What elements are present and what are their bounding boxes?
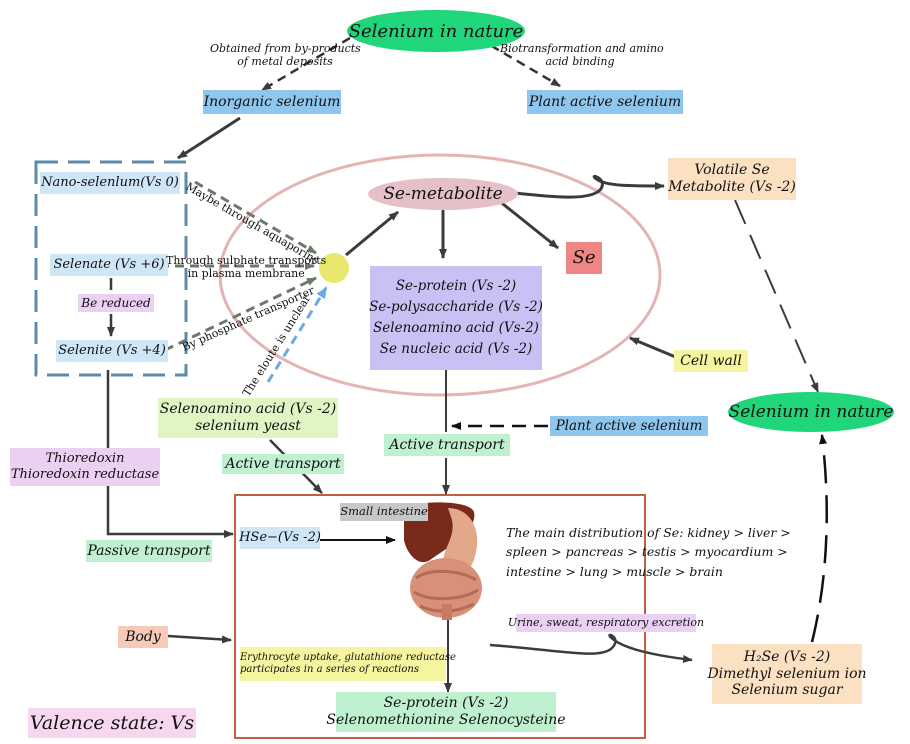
se-protein-bottom-line-1: Se-protein (Vs -2) (383, 695, 509, 712)
h2se-line-2: Dimethyl selenium ion (707, 665, 867, 682)
nano-selenium-label: Nano-selenlum(Vs 0) (41, 175, 179, 191)
distribution-line-1: The main distribution of Se: kidney > li… (506, 525, 791, 540)
biotransformation-line-2: acid binding (545, 55, 615, 69)
hse-label: HSe−(Vs -2) (239, 530, 321, 546)
inorganic-forms-frame (34, 160, 188, 377)
se-organic-forms-box: Se-protein (Vs -2) Se-polysaccharide (Vs… (369, 266, 543, 370)
sulphate-route-label: Through sulphate transports in plasma me… (166, 254, 326, 280)
selenite-label: Selenite (Vs +4) (58, 343, 166, 359)
selenium-in-nature-right-label: Selenium in nature (728, 402, 894, 422)
active-transport-mid-box: Active transport (384, 434, 510, 456)
selenoamino-yeast-line-1: Selenoamino acid (Vs -2) (159, 401, 337, 418)
volatile-line-1: Volatile Se (694, 162, 770, 179)
cell-wall-box: Cell wall (674, 350, 748, 372)
h2se-line-3: Selenium sugar (731, 682, 843, 699)
h2se-line-1: H₂Se (Vs -2) (743, 648, 831, 665)
se-form-4: Se nucleic acid (Vs -2) (379, 340, 533, 357)
h2se-box: H₂Se (Vs -2) Dimethyl selenium ion Selen… (707, 644, 867, 704)
valence-state-box: Valence state: Vs (28, 708, 196, 738)
se-metabolite-label: Se-metabolite (383, 184, 503, 204)
hse-box: HSe−(Vs -2) (239, 527, 321, 549)
selenoamino-yeast-box: Selenoamino acid (Vs -2) selenium yeast (158, 398, 338, 438)
active-transport-left-box: Active transport (222, 454, 344, 474)
biotransformation-line-1: Biotransformation and amino (500, 42, 664, 55)
small-intestine-box: Small intestine (340, 503, 428, 521)
thioredoxin-line-1: Thioredoxin (45, 451, 125, 467)
be-reduced-label: Be reduced (81, 295, 151, 310)
plant-active-selenium-top-label: Plant active selenium (528, 93, 682, 110)
cell-wall-label: Cell wall (680, 352, 742, 369)
active-transport-left-label: Active transport (225, 455, 341, 472)
se-element-box: Se (566, 242, 602, 274)
passive-transport-label: Passive transport (87, 542, 211, 559)
biotransformation-note: Biotransformation and amino acid binding (500, 42, 664, 69)
distribution-text: The main distribution of Se: kidney > li… (506, 523, 791, 581)
body-label: Body (125, 628, 161, 645)
se-element-label: Se (572, 247, 596, 269)
erythrocyte-box: Erythrocyte uptake, glutathione reductas… (240, 647, 456, 681)
volatile-se-box: Volatile Se Metabolite (Vs -2) (668, 158, 796, 200)
erythrocyte-line-1: Erythrocyte uptake, glutathione reductas… (240, 652, 456, 663)
active-transport-mid-label: Active transport (389, 436, 505, 453)
se-form-1: Se-protein (Vs -2) (395, 278, 517, 295)
se-protein-bottom-line-2: Selenomethionine Selenocysteine (326, 712, 566, 728)
by-products-line-2: of metal deposits (237, 55, 333, 69)
se-form-2: Se-polysaccharide (Vs -2) (369, 299, 543, 316)
selenium-in-nature-top-label: Selenium in nature (348, 20, 524, 42)
be-reduced-box: Be reduced (78, 294, 154, 312)
inorganic-selenium-label: Inorganic selenium (203, 93, 341, 110)
erythrocyte-line-2: participates in a series of reactions (240, 664, 419, 675)
plant-active-selenium-mid-label: Plant active selenium (555, 417, 703, 434)
cell-boundary (218, 153, 662, 397)
selenium-in-nature-right: Selenium in nature (728, 392, 894, 432)
excretion-box: Urine, sweat, respiratory excretion (508, 614, 704, 632)
valence-state-label: Valence state: Vs (29, 711, 195, 734)
uptake-point (319, 253, 349, 283)
distribution-line-2: spleen > pancreas > testis > myocardium … (506, 544, 788, 560)
sulphate-line-2: in plasma membrane (187, 267, 305, 281)
selenite-box: Selenite (Vs +4) (56, 340, 168, 362)
plant-active-selenium-top-box: Plant active selenium (527, 90, 683, 114)
passive-transport-box: Passive transport (86, 540, 212, 562)
small-intestine-label: Small intestine (340, 504, 428, 519)
thioredoxin-line-2: Thioredoxin reductase (10, 467, 160, 482)
selenate-label: Selenate (Vs +6) (53, 257, 165, 273)
body-box: Body (118, 626, 168, 648)
by-products-note: Obtained from by-products of metal depos… (210, 42, 361, 69)
by-products-line-1: Obtained from by-products (210, 42, 361, 55)
volatile-line-2: Metabolite (Vs -2) (668, 179, 796, 195)
distribution-line-3: intestine > lung > muscle > brain (506, 563, 723, 579)
nano-selenium-box: Nano-selenlum(Vs 0) (40, 172, 180, 194)
se-metabolite-ellipse: Se-metabolite (368, 178, 518, 210)
selenium-in-nature-top: Selenium in nature (347, 10, 525, 52)
sulphate-line-1: Through sulphate transports (166, 254, 327, 267)
se-protein-bottom-box: Se-protein (Vs -2) Selenomethionine Sele… (326, 692, 566, 732)
plant-active-selenium-mid-box: Plant active selenium (550, 416, 708, 436)
se-form-3: Selenoamino acid (Vs-2) (373, 320, 539, 336)
thioredoxin-box: Thioredoxin Thioredoxin reductase (10, 448, 160, 486)
selenoamino-yeast-line-2: selenium yeast (195, 418, 301, 434)
excretion-label: Urine, sweat, respiratory excretion (507, 616, 705, 630)
inorganic-selenium-box: Inorganic selenium (203, 90, 341, 114)
selenate-box: Selenate (Vs +6) (50, 254, 168, 276)
